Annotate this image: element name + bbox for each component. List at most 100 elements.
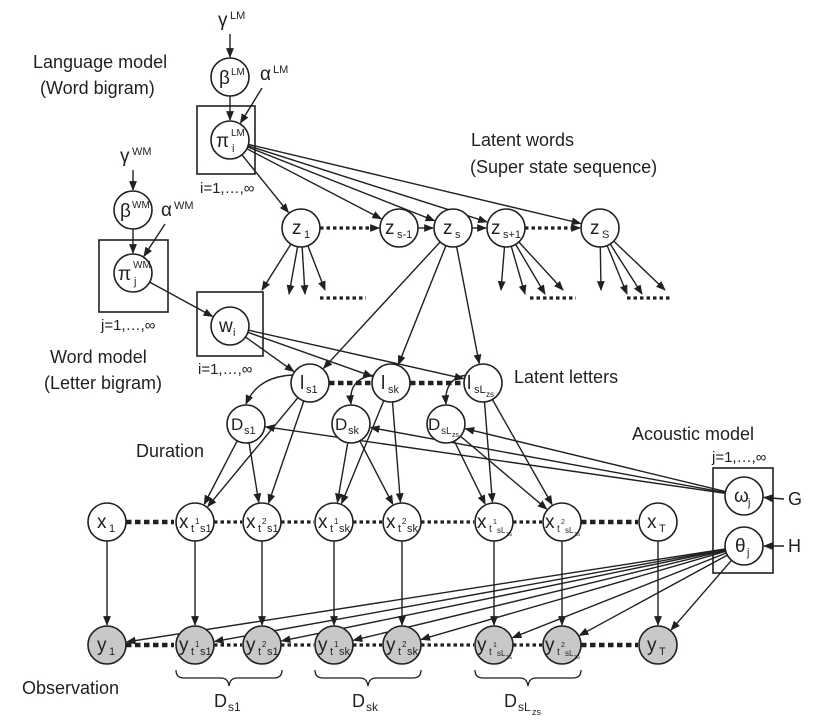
svg-text:LM: LM	[231, 67, 245, 78]
brace-dsL: D sL zs	[474, 669, 582, 717]
edge-omega-to-dsL	[464, 426, 726, 493]
latent-letter-ls1-node: l s1	[290, 363, 330, 403]
svg-text:i: i	[232, 143, 234, 155]
svg-text:WM: WM	[132, 146, 152, 158]
edge-lsL-to-xL1	[483, 401, 496, 504]
svg-text:l: l	[467, 373, 471, 394]
svg-text:z: z	[385, 218, 395, 239]
svg-text:t: t	[398, 646, 401, 658]
svg-text:sL: sL	[565, 526, 574, 535]
omega-node: ω j	[724, 476, 764, 516]
chain-dots-layer	[126, 226, 672, 648]
svg-text:j: j	[133, 276, 136, 288]
svg-text:sL: sL	[565, 649, 574, 658]
edge-z1-fan-1	[286, 246, 299, 295]
svg-text:LM: LM	[230, 10, 245, 22]
label-latent-letters: Latent letters	[514, 367, 618, 387]
latent-word-zS-node: z S	[580, 208, 620, 248]
svg-text:WM: WM	[174, 200, 194, 212]
edge-lsk-to-dsk	[346, 374, 376, 405]
svg-text:S: S	[602, 229, 609, 241]
edge-ls1-to-ds1	[245, 374, 295, 405]
hidden-state-x-t1-sL-node: x t 1 sL zs	[474, 502, 514, 542]
edge-z1-fan-3	[307, 245, 326, 291]
edge-pi-wm-to-w	[149, 281, 214, 318]
observation-y-t2-sk-node: y t 2 sk	[382, 625, 422, 665]
edge-lsk-to-xk2	[391, 401, 404, 504]
svg-text:z: z	[590, 218, 600, 239]
brace-ds1: D s1	[175, 669, 283, 714]
edge-zS-fan-3	[613, 240, 666, 291]
hidden-state-x-t1-sk-node: x t 1 sk	[314, 502, 354, 542]
edge-zS-fan-2	[609, 243, 643, 295]
edge-zsp1-fan-1	[510, 246, 527, 295]
latent-word-z1-node: z 1	[281, 208, 321, 248]
input-g-label: G	[788, 489, 802, 509]
svg-text:sk: sk	[388, 384, 400, 396]
svg-text:WM: WM	[133, 260, 151, 271]
gamma-wm-symbol: γ WM	[120, 146, 152, 167]
svg-text:t: t	[330, 646, 333, 658]
label-word-model: Word model	[50, 347, 147, 367]
edge-layer	[103, 34, 785, 645]
edge-w-to-ls1	[245, 336, 295, 372]
svg-text:zs: zs	[506, 532, 512, 538]
svg-text:y: y	[179, 635, 189, 656]
edge-ls1-to-x11	[207, 397, 299, 508]
latent-word-zs-node: z s	[433, 208, 473, 248]
edge-zs-to-lsL	[455, 246, 482, 365]
hidden-state-x1-node: x 1	[87, 502, 127, 542]
svg-text:x: x	[386, 512, 396, 533]
svg-text:zs: zs	[532, 707, 542, 717]
svg-text:ω: ω	[734, 486, 749, 507]
edge-w-to-lsL	[248, 329, 465, 381]
svg-text:D: D	[428, 415, 440, 434]
svg-text:T: T	[659, 523, 666, 535]
svg-text:LM: LM	[231, 128, 245, 139]
svg-text:y: y	[647, 635, 657, 656]
svg-text:1: 1	[334, 640, 339, 649]
input-h-label: H	[788, 536, 801, 556]
svg-text:zs: zs	[574, 655, 580, 661]
latent-letter-lsL-node: l sL zs	[463, 363, 503, 403]
svg-text:D: D	[231, 415, 243, 434]
observation-y-t1-sk-node: y t 1 sk	[314, 625, 354, 665]
pi-wm-node: π WM j	[113, 253, 153, 293]
svg-text:D: D	[352, 691, 365, 711]
svg-text:l: l	[300, 373, 304, 394]
label-observation: Observation	[22, 678, 119, 698]
svg-text:t: t	[489, 524, 492, 535]
svg-text:s1: s1	[200, 523, 212, 535]
svg-text:sL: sL	[441, 426, 452, 437]
svg-text:sL: sL	[497, 649, 506, 658]
hidden-state-x-t2-s1-node: x t 2 s1	[242, 502, 282, 542]
edge-g-to-omega	[762, 494, 785, 503]
svg-text:1: 1	[109, 646, 115, 658]
beta-wm-node: β WM	[113, 190, 153, 230]
svg-text:y: y	[477, 635, 487, 656]
alpha-lm-symbol: α LM	[260, 64, 288, 85]
svg-text:1: 1	[109, 523, 115, 535]
svg-text:t: t	[398, 523, 401, 535]
observation-y-t1-s1-node: y t 1 s1	[175, 625, 215, 665]
svg-text:2: 2	[402, 517, 407, 526]
brace-dsk: D sk	[314, 669, 422, 714]
svg-text:1: 1	[493, 642, 497, 649]
svg-text:t: t	[258, 523, 261, 535]
edge-pi-lm-to-z1	[241, 154, 290, 214]
svg-text:sk: sk	[339, 523, 351, 535]
svg-text:sk: sk	[339, 646, 351, 658]
svg-text:z: z	[292, 218, 302, 239]
label-language-model: Language model	[33, 52, 167, 72]
edge-theta-to-yk2	[420, 550, 726, 641]
edge-zsp1-fan-3	[518, 241, 564, 291]
svg-text:t: t	[330, 523, 333, 535]
edge-zS-fan-1	[606, 245, 628, 295]
edge-z1-fan-0	[261, 243, 292, 291]
edge-theta-to-y12	[280, 549, 726, 644]
svg-text:x: x	[246, 512, 256, 533]
svg-text:t: t	[191, 523, 194, 535]
svg-text:sk: sk	[348, 425, 360, 437]
svg-text:x: x	[545, 512, 555, 533]
edge-dsL-to-xL1	[453, 440, 486, 505]
